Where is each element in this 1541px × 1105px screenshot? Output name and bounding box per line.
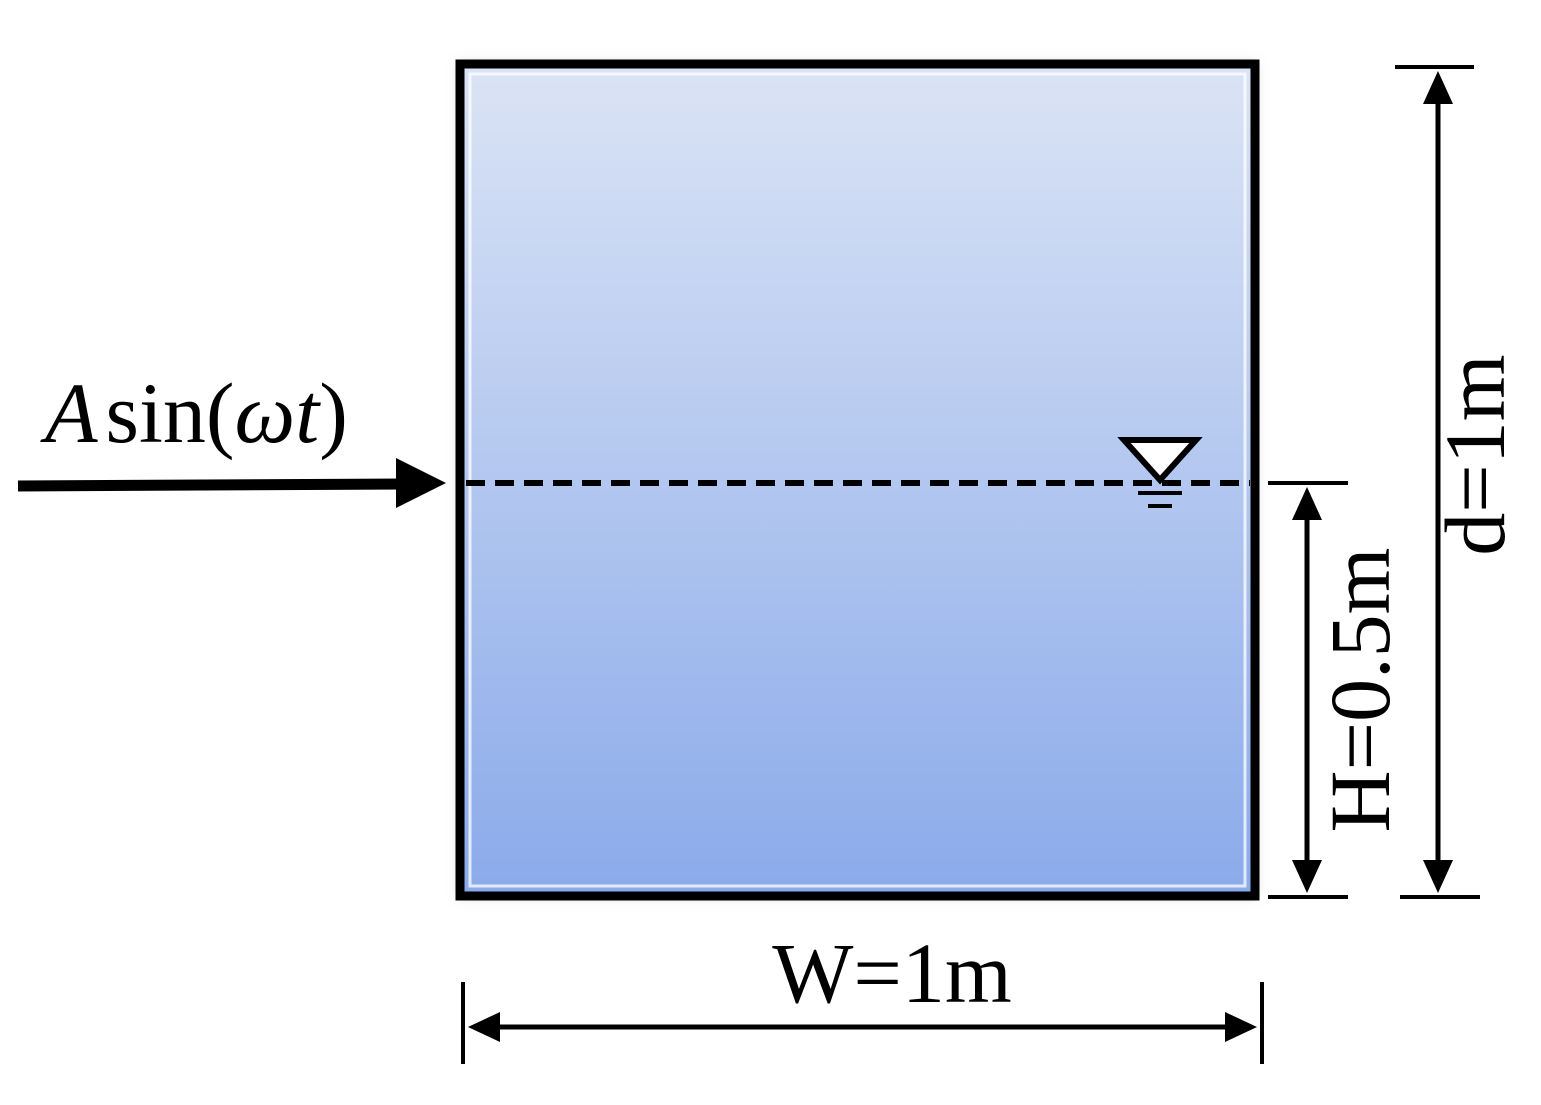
up-arrowhead-icon — [1292, 487, 1322, 520]
left-arrowhead-icon — [468, 1012, 500, 1042]
excitation-function: sin( — [106, 365, 235, 461]
tank-wall — [455, 59, 1260, 901]
width-label: W=1m — [772, 925, 1012, 1021]
right-arrowhead-icon — [1225, 1012, 1257, 1042]
excitation-close: ) — [319, 365, 348, 461]
excitation-label: Asin(ωt) — [40, 365, 348, 461]
up-arrowhead-icon — [1423, 71, 1453, 104]
excitation-time: t — [295, 365, 321, 461]
excitation-amplitude: A — [40, 365, 98, 461]
liquid-height-dimension: H=0.5m — [1268, 481, 1408, 899]
liquid-height-label: H=0.5m — [1312, 547, 1408, 832]
tank-height-dimension: d=1m — [1395, 65, 1523, 899]
down-arrowhead-icon — [1292, 860, 1322, 893]
tank-height-label: d=1m — [1427, 354, 1523, 555]
down-arrowhead-icon — [1423, 860, 1453, 893]
free-surface-triangle-icon — [1117, 437, 1203, 508]
excitation-arrow — [17, 458, 446, 508]
width-dimension: W=1m — [461, 925, 1264, 1064]
arrowhead-icon — [396, 458, 446, 508]
excitation-omega: ω — [235, 365, 296, 461]
